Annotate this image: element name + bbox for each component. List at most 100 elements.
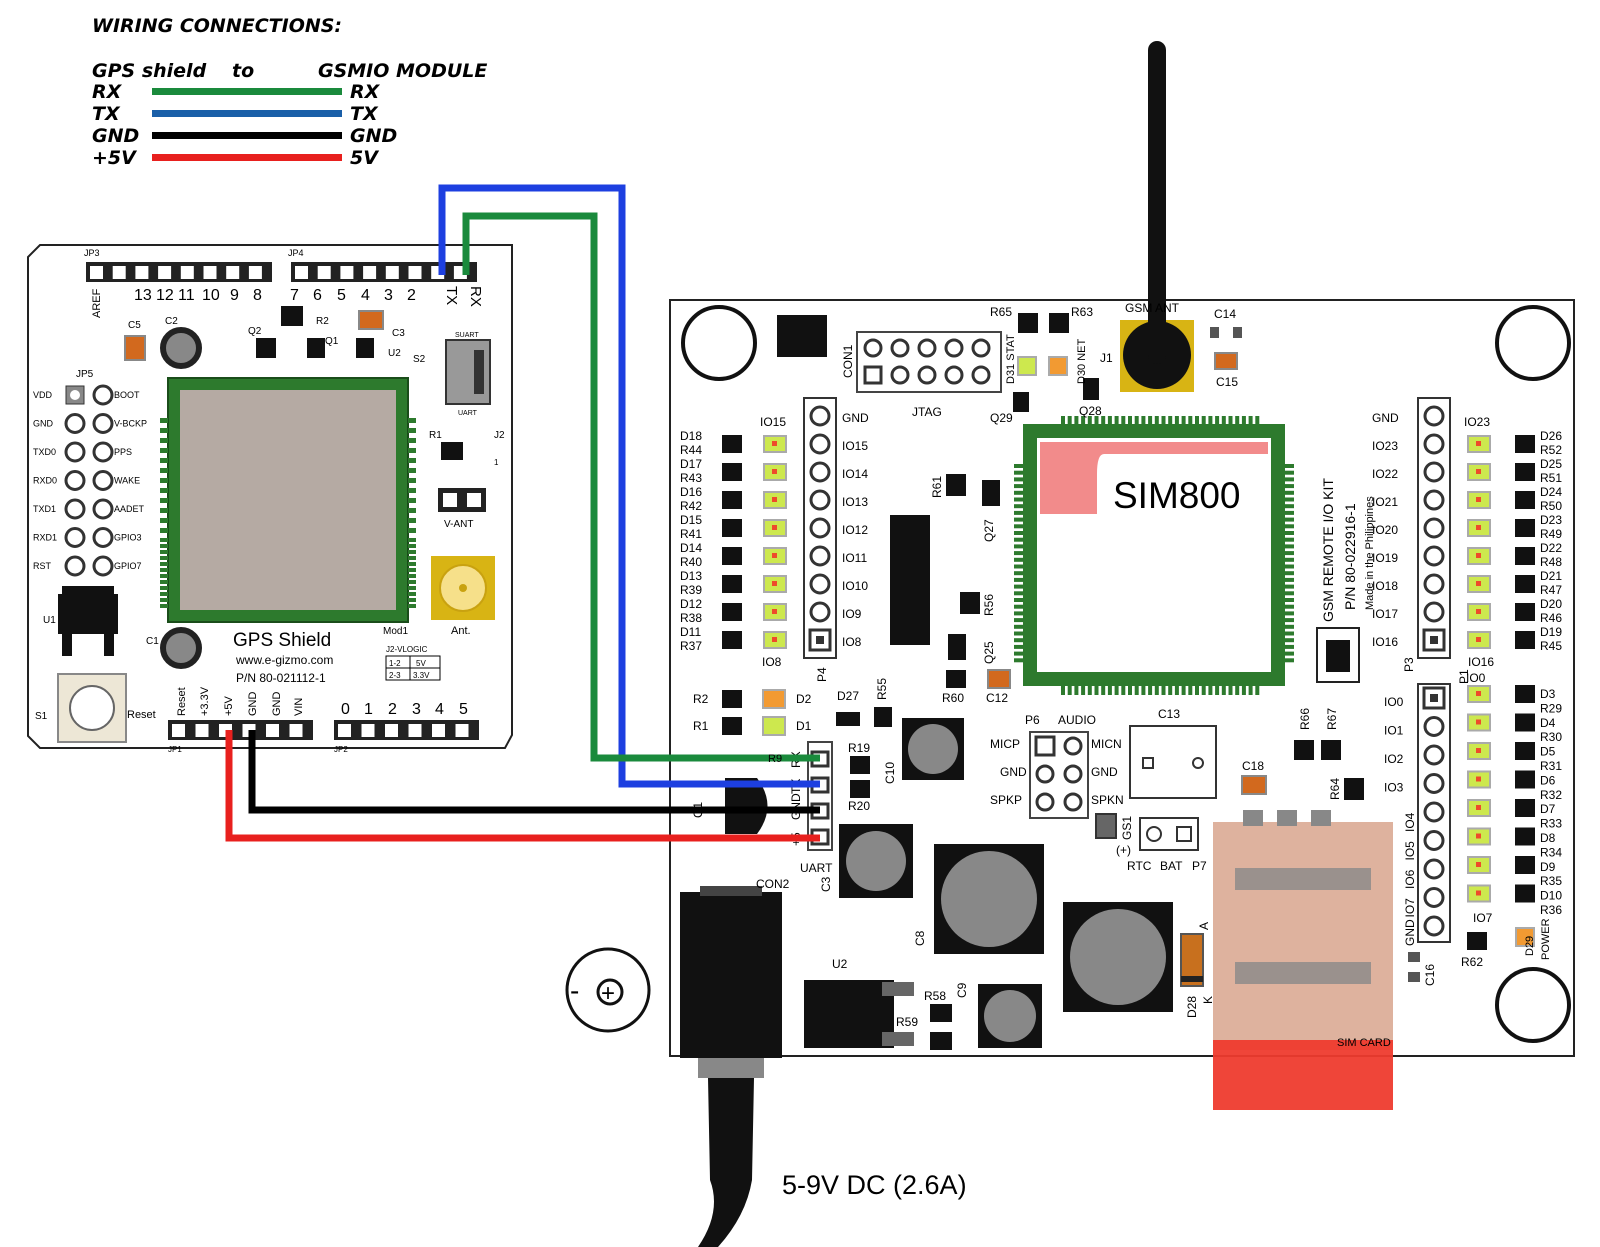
gps-module-pad [408,458,416,463]
io-pin [1423,858,1445,880]
sim800-pad [1107,416,1112,425]
sim800-pad [1014,524,1023,529]
gsm-q29-label: Q29 [990,411,1013,425]
gsm-r63 [1049,313,1069,333]
gsm-spkp-label: SPKP [990,793,1022,807]
gsm-q27-label: Q27 [982,519,996,542]
gsm-r60 [946,670,966,688]
gps-module-pad [160,568,168,572]
gsm-q25 [948,634,966,660]
gsm-c-big [1070,909,1166,1005]
indicator-led-dot [1476,862,1481,867]
gsm-plus-label: (+) [1116,843,1131,857]
gps-r2 [281,306,303,326]
ref-designator: R34 [1540,845,1562,859]
gsm-q1-label: Q1 [691,802,705,818]
ref-designator: R50 [1540,499,1562,513]
sim800-pad [1285,624,1294,629]
sim800-pad [1141,686,1146,695]
sim800-pad [1128,686,1132,695]
sim800-pad [1067,416,1072,425]
gsm-left-io-label: IO14 [842,467,868,481]
jp5-pin [92,413,114,434]
sim800-pad [1285,464,1294,468]
ref-designator: R51 [1540,471,1562,485]
gps-reset-label: Reset [127,709,156,721]
gsm-c14-b [1233,327,1242,338]
jp5-pin [64,441,86,463]
gsm-right-io-label: IO23 [1372,439,1398,453]
gsm-d28-diode [1180,933,1204,987]
gps-module-pad [408,528,416,533]
sim800-pad [1285,510,1294,515]
gps-u2 [356,338,374,358]
polarity-symbol: - + [565,947,651,1033]
io-pin [1423,601,1445,623]
gps-module-pad [160,528,168,533]
legend-from-rx: RX [92,81,122,103]
jp5-right-label: V-BCKP [114,419,147,429]
ref-designator: R33 [1540,817,1562,831]
indicator-led-dot [1476,637,1481,642]
led-resistor [722,435,742,453]
gsm-r55-label: R55 [875,678,889,700]
io-pin [1423,915,1445,937]
gsm-right-io-label: IO16 [1372,635,1398,649]
sim800-pad [1285,497,1294,502]
gps-jp3-label: JP3 [84,248,100,258]
led-resistor [1515,827,1535,846]
indicator-led-dot [1476,497,1481,502]
gsm-r67 [1321,740,1341,760]
gsm-d1-led [762,716,786,736]
sim800-pad [1248,416,1253,425]
gsm-r64-label: R64 [1328,778,1342,800]
gps-jp4-header [291,262,477,282]
gsm-d2-label: D2 [796,692,812,706]
gsm-q29 [1013,392,1029,412]
gps-bottom-pin-label-5: 5 [459,701,468,718]
io-pin-hole [1430,694,1438,702]
gsm-c13-label: C13 [1158,707,1180,721]
header-pin [361,724,375,737]
sim800-pad [1114,686,1119,695]
gps-module-pad [408,562,416,566]
gps-q1-label: Q1 [325,336,339,347]
header-pin [455,724,469,737]
jp5-left-label: RST [33,561,52,571]
gps-bottom-pin-label-4: 4 [435,701,444,718]
io-pin [1423,773,1445,794]
sim800-pad [1285,631,1294,636]
gsm-con1-label: CON1 [841,344,855,378]
gsm-r65 [1018,313,1038,333]
sim800-pad [1087,416,1092,425]
sim800-pad [1168,416,1173,425]
gps-power-pin-label: GND [271,692,283,717]
indicator-led-dot [1476,833,1481,839]
gsm-cathode-label: K [1201,996,1215,1004]
audio-pin [1063,764,1083,784]
gps-module-pad [160,498,168,503]
jtag-pin [944,365,964,385]
gsm-r58-label: R58 [924,989,946,1003]
gps-module-pad [160,538,168,542]
gsm-c16-label: C16 [1423,964,1437,986]
sim800-pad [1285,611,1294,616]
header-pin [385,724,398,737]
sim800-pad [1285,477,1294,482]
sim800-pad [1074,686,1079,695]
sim800-pad [1208,416,1213,425]
indicator-led-dot [772,581,777,586]
jp5-right-label: PPS [114,447,132,457]
io-pin [1423,461,1445,483]
gps-module-pad [408,556,416,560]
sim800-pad [1014,464,1023,468]
gsm-r19 [850,756,870,774]
ref-designator: R49 [1540,527,1562,541]
gsm-r19-label: R19 [848,741,870,755]
gsm-r56 [960,592,980,614]
gsm-sim800-label-area [1040,442,1268,514]
gsm-c9 [984,990,1036,1042]
gsm-r56-label: R56 [982,594,996,616]
gsm-c14-label: C14 [1214,307,1236,321]
